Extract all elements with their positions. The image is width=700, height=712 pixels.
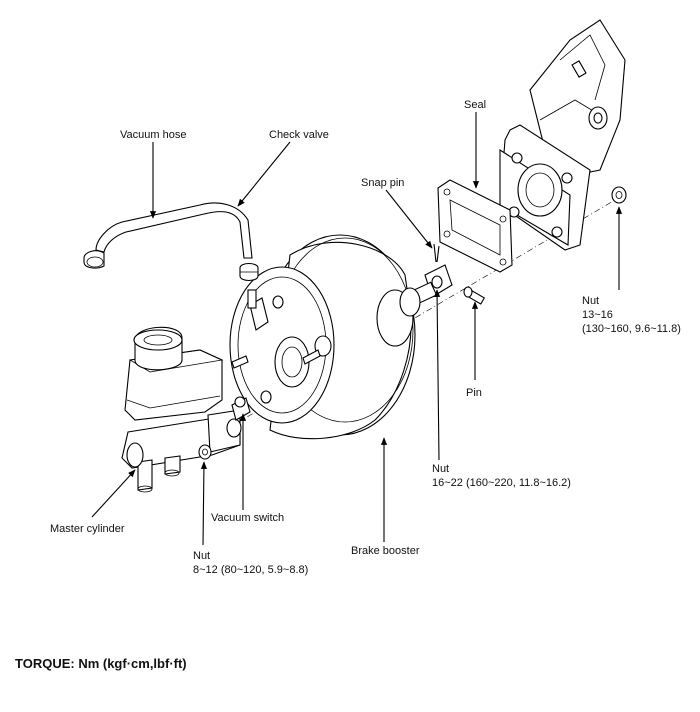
- label-master-cylinder: Master cylinder: [50, 523, 125, 535]
- label-bracket-nut-torque-2: (130~160, 9.6~11.8): [582, 323, 681, 335]
- check-valve: [239, 262, 259, 282]
- snap-pin: [433, 243, 440, 263]
- clevis-pin: [463, 286, 486, 305]
- label-clevis-nut-torque: 16~22 (160~220, 11.8~16.2): [432, 477, 571, 489]
- vacuum-hose: [83, 202, 253, 269]
- bracket-nut: [611, 186, 627, 204]
- label-clevis-nut-title: Nut: [432, 463, 450, 475]
- seal-gasket: [437, 179, 513, 273]
- master-cylinder-nut: [198, 444, 212, 460]
- torque-units-note: TORQUE: Nm (kgf·cm,lbf·ft): [15, 656, 187, 671]
- label-vacuum-switch: Vacuum switch: [211, 512, 285, 524]
- label-snap-pin: Snap pin: [361, 177, 405, 189]
- label-check-valve: Check valve: [269, 129, 329, 141]
- leader-lines: [91, 112, 623, 546]
- label-brake-booster: Brake booster: [351, 545, 420, 557]
- brake-booster-body: [229, 234, 421, 440]
- label-bracket-nut-torque-1: 13~16: [582, 309, 613, 321]
- label-vacuum-hose: Vacuum hose: [120, 129, 187, 141]
- master-cylinder-assembly: [121, 326, 242, 493]
- label-master-nut-title: Nut: [193, 550, 211, 562]
- label-pin: Pin: [466, 387, 482, 399]
- label-master-nut-torque: 8~12 (80~120, 5.9~8.8): [193, 564, 309, 576]
- label-bracket-nut-title: Nut: [582, 295, 600, 307]
- pedal-bracket: [499, 19, 626, 251]
- label-seal: Seal: [464, 99, 487, 111]
